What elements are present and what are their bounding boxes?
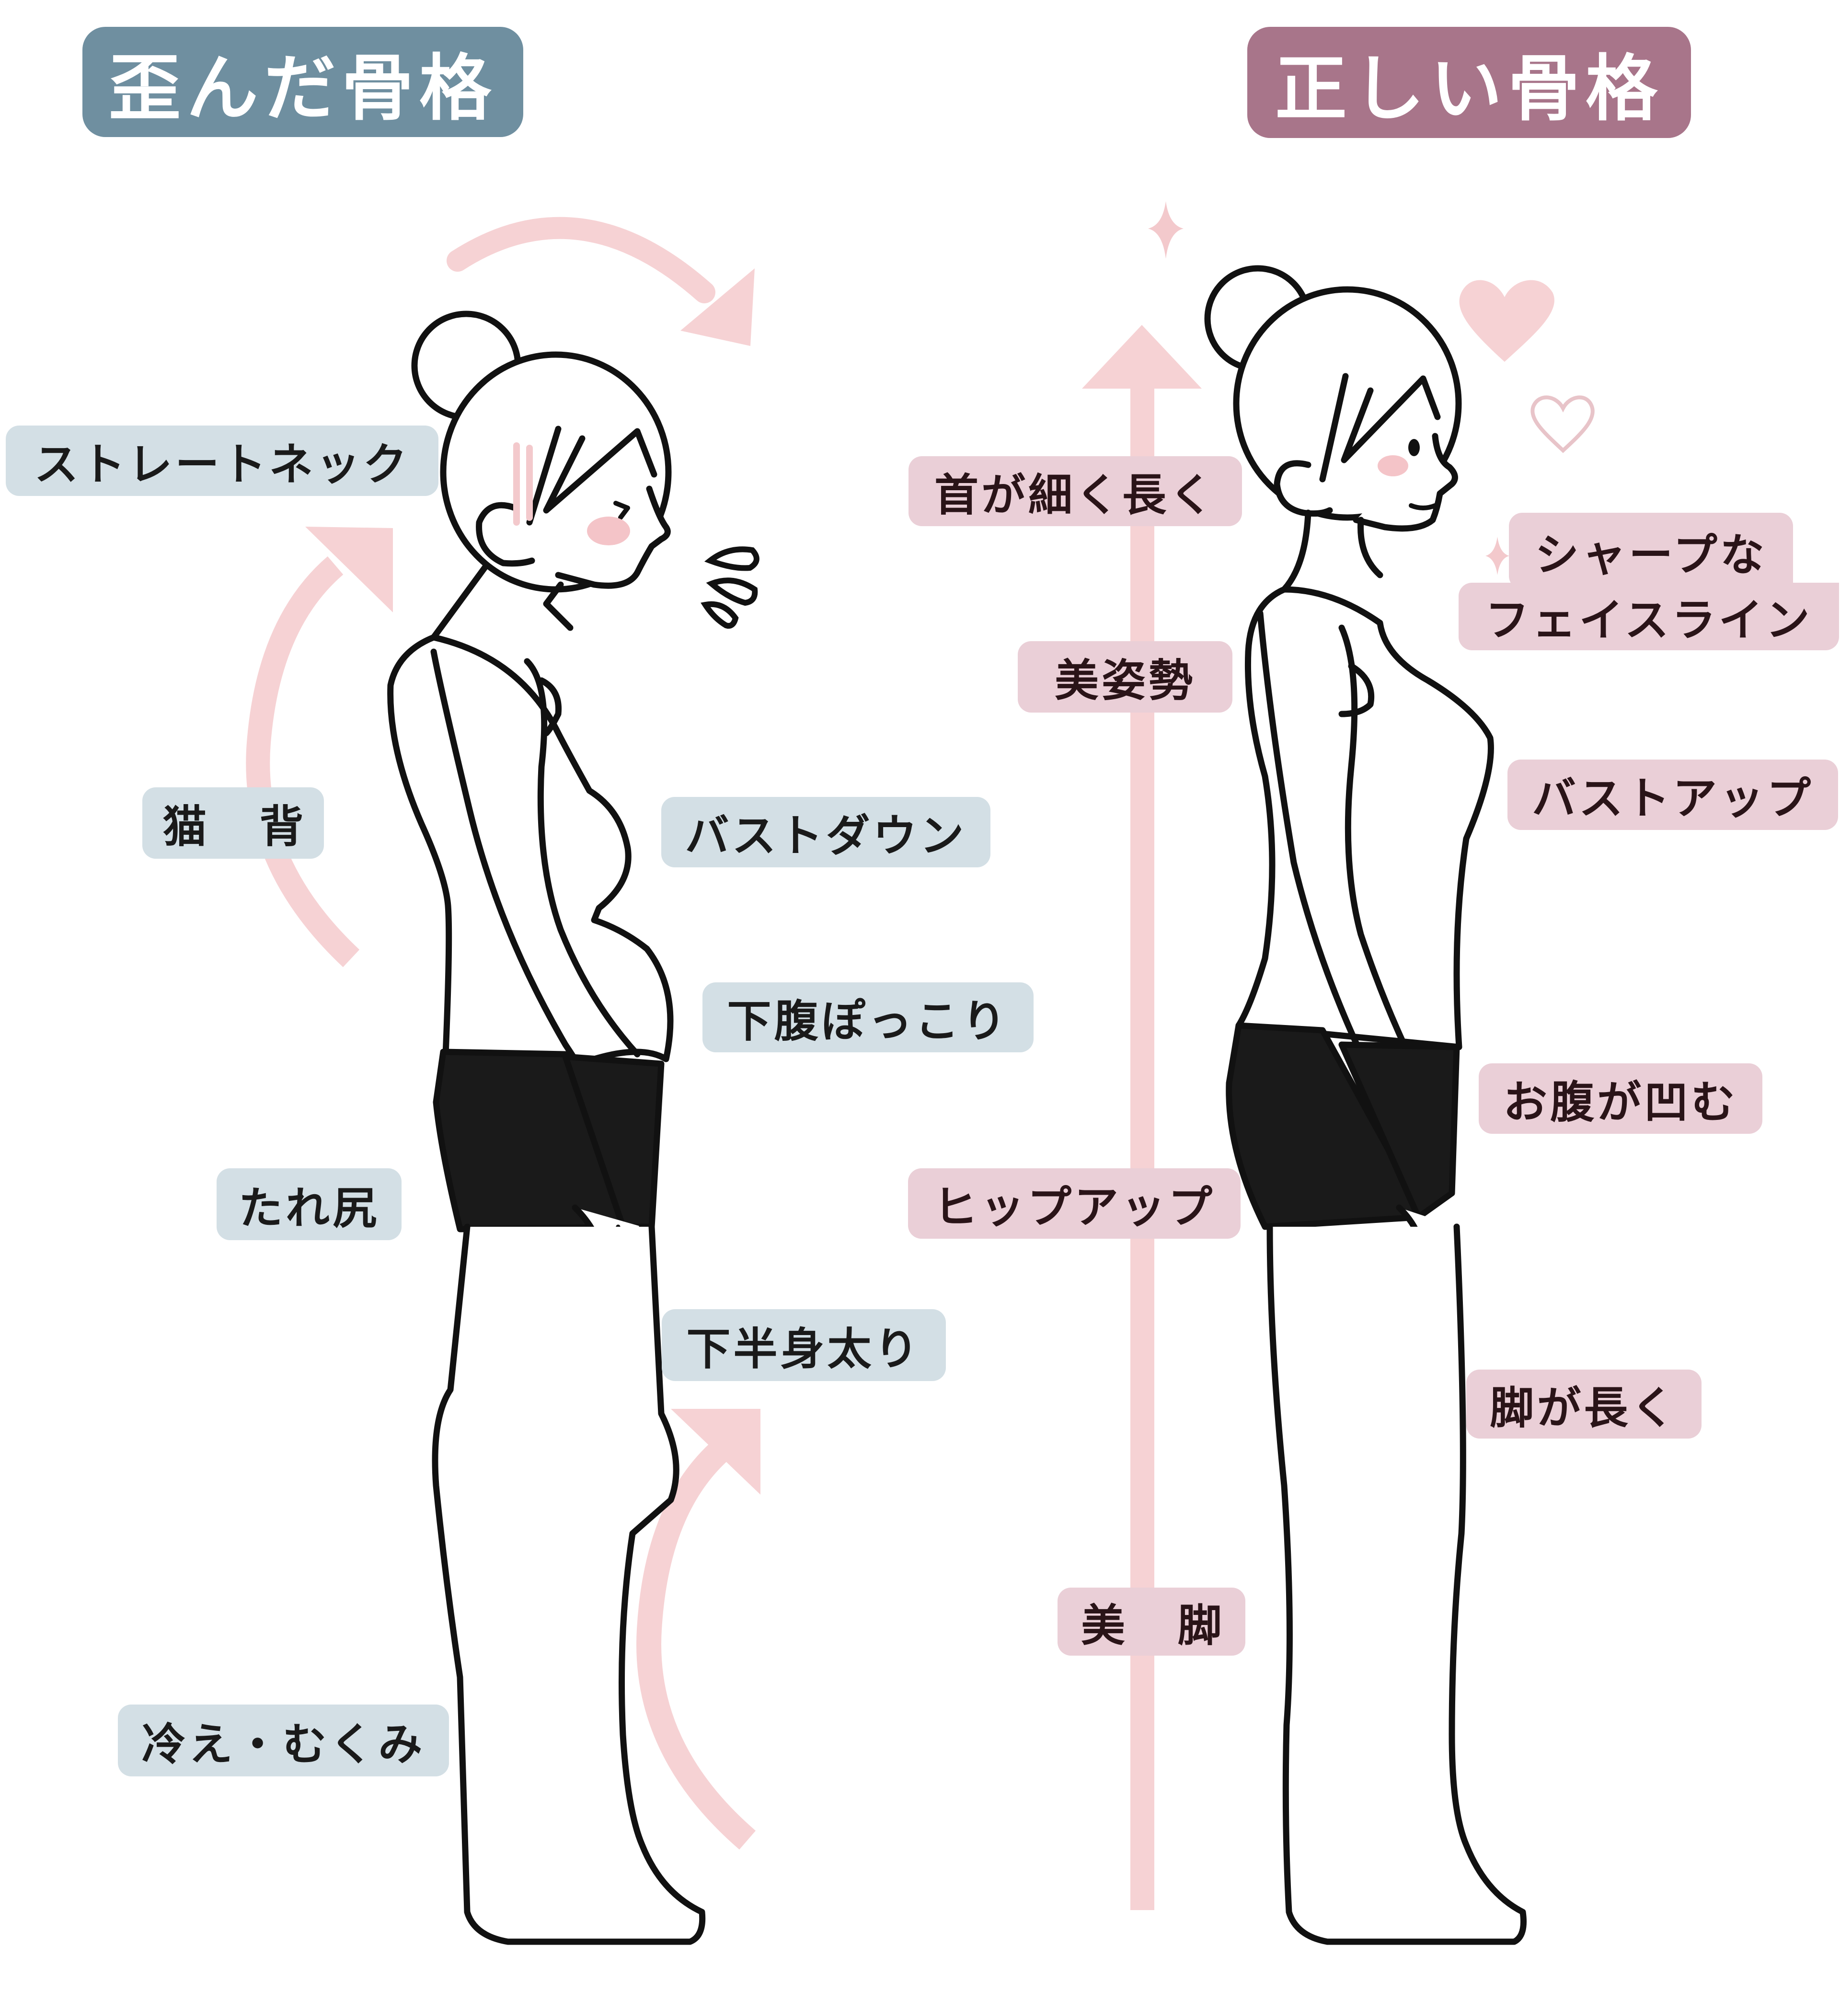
header-correct-label: 正しい骨格 [1275, 47, 1663, 131]
tag-good-posture: 美姿勢 [1018, 641, 1232, 713]
straight-arrow-up [1082, 325, 1202, 1910]
tag-lower-body-fat: 下半身太り [662, 1309, 946, 1381]
heart-icon [1459, 280, 1554, 362]
tag-bust-up: バストアップ [1507, 760, 1838, 830]
curved-arrow-bottom [636, 1409, 760, 1850]
tag-saggy-hips: たれ尻 [217, 1168, 402, 1240]
header-distorted-skeleton: 歪んだ骨格 [82, 27, 523, 137]
sweat-drop-icon [701, 546, 759, 629]
heart-outline-icon [1530, 395, 1595, 453]
tag-hunchback: 猫背 [142, 787, 324, 859]
curved-arrow-left [246, 527, 393, 968]
tag-hip-up: ヒップアップ [908, 1168, 1241, 1239]
tag-cold-swelling: 冷え・むくみ [118, 1705, 449, 1776]
tag-sharp-faceline-line1: シャープな [1509, 513, 1793, 589]
figure-correct [1204, 265, 1527, 1945]
tag-lower-belly: 下腹ぽっこり [702, 982, 1034, 1052]
tag-long-legs: 脚が長く [1466, 1370, 1702, 1439]
tag-slim-neck: 首が細く長く [908, 456, 1242, 526]
sparkle-icon [1148, 201, 1184, 259]
sparkle-icon-small [1485, 537, 1509, 575]
tag-bust-down: バストダウン [661, 797, 990, 867]
tag-beautiful-legs: 美脚 [1058, 1588, 1245, 1656]
tag-sharp-faceline-line2: フェイスライン [1459, 583, 1839, 650]
tag-flat-belly: お腹が凹む [1479, 1063, 1762, 1134]
tag-straight-neck: ストレートネック [6, 426, 438, 496]
header-correct-skeleton: 正しい骨格 [1247, 27, 1691, 138]
curved-arrow-top [447, 217, 755, 346]
figure-distorted [387, 311, 706, 1945]
header-distorted-label: 歪んだ骨格 [108, 46, 497, 130]
